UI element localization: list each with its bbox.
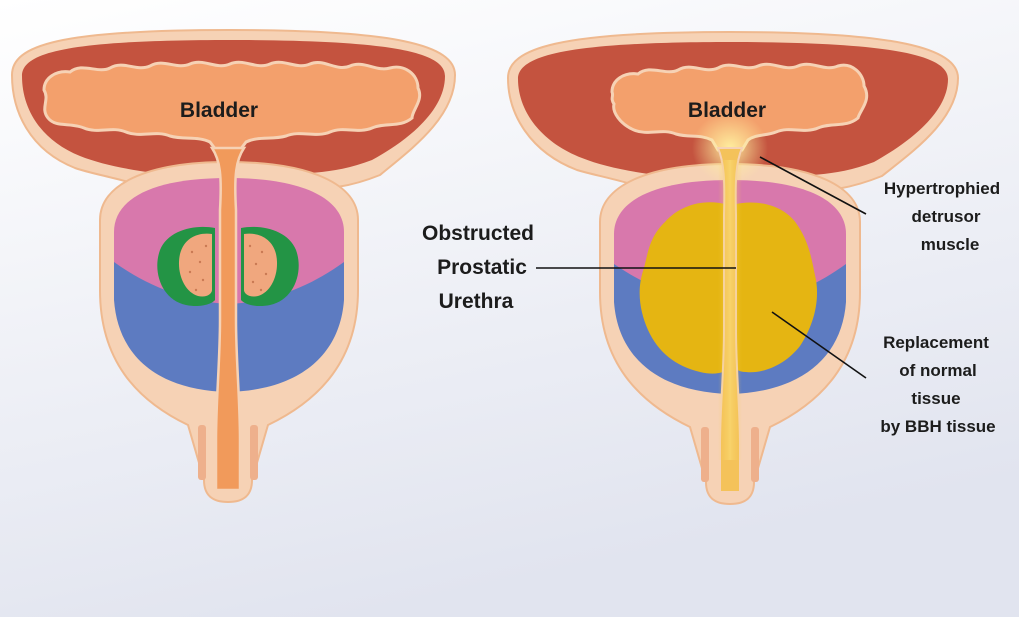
left-bladder-label: Bladder xyxy=(180,99,258,122)
hypertrophied-line-3: muscle xyxy=(921,235,980,254)
right-distal-stripe-right xyxy=(751,427,759,482)
replacement-line-3: tissue xyxy=(911,389,960,408)
right-bladder-label: Bladder xyxy=(688,99,766,122)
replacement-line-4: by BBH tissue xyxy=(880,417,995,436)
right-distal-stripe-left xyxy=(701,427,709,482)
hypertrophied-line-2: detrusor xyxy=(912,207,981,226)
obstructed-line-1: Obstructed xyxy=(422,222,534,245)
obstructed-line-3: Urethra xyxy=(439,290,514,313)
right-urethra-glow xyxy=(718,160,742,460)
left-distal-stripe-right xyxy=(250,425,258,480)
obstructed-line-2: Prostatic xyxy=(437,256,527,279)
replacement-line-2: of normal xyxy=(899,361,976,380)
left-distal-stripe-left xyxy=(198,425,206,480)
hypertrophied-line-1: Hypertrophied xyxy=(884,179,1000,198)
replacement-line-1: Replacement xyxy=(883,333,989,352)
